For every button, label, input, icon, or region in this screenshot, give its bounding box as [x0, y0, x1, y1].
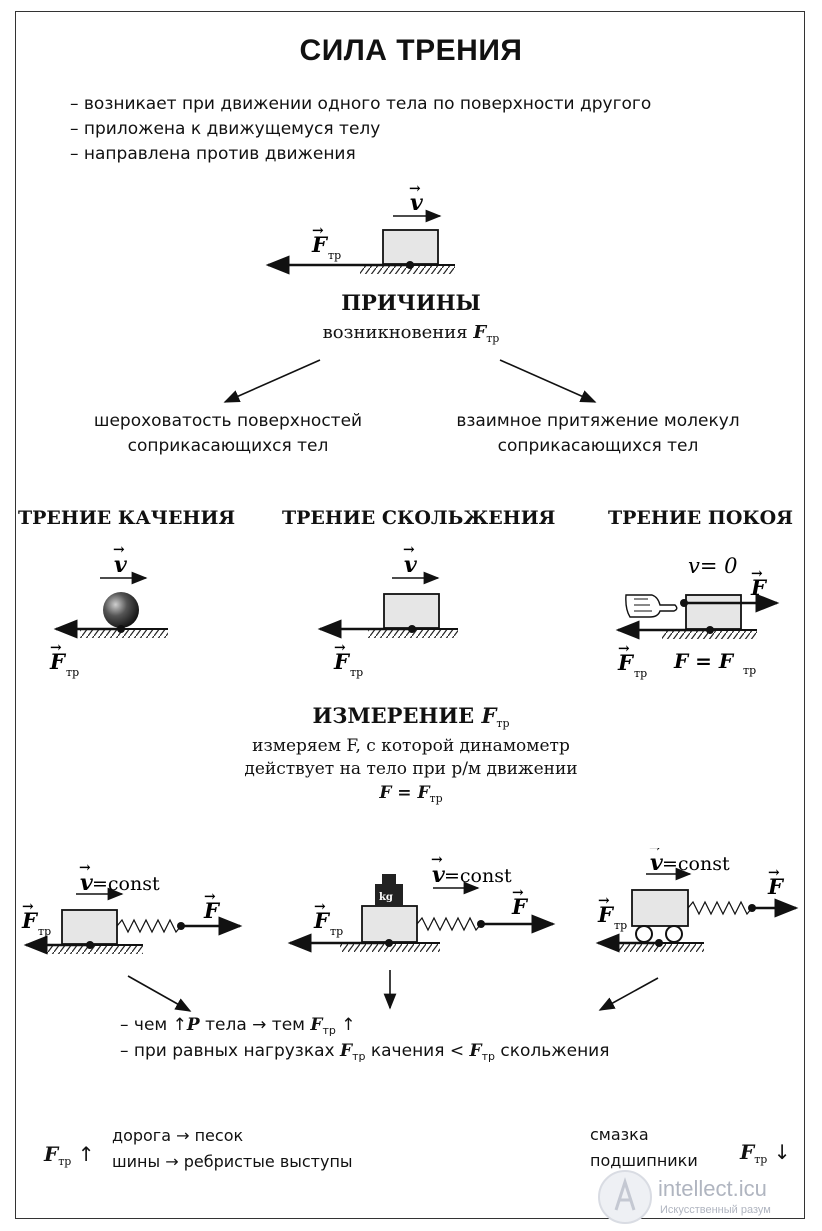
svg-text:тр: тр	[66, 666, 79, 679]
page-title: СИЛА ТРЕНИЯ	[299, 34, 523, 67]
weight	[375, 884, 403, 906]
svg-text:→: →	[751, 566, 763, 582]
svg-text:тр: тр	[328, 249, 341, 262]
friction-increase-list: дорога → песок шины → ребристые выступы	[112, 1126, 353, 1171]
svg-text:v: v	[650, 850, 663, 876]
svg-text:→: →	[79, 860, 91, 876]
measure-weighted: kg v → =const F → F → тр	[287, 852, 556, 953]
svg-text:→: →	[312, 223, 324, 239]
conclusion-rolling-vs-sliding: – при равных нагрузках Fтр качения < Fтр…	[120, 1041, 610, 1063]
svg-text:v: v	[114, 552, 127, 578]
svg-text:F: F	[511, 894, 529, 919]
hand-icon	[625, 594, 688, 618]
svg-text:→: →	[50, 640, 62, 656]
block	[382, 229, 439, 265]
svg-text:F: F	[49, 649, 67, 674]
measurement-diagrams: v → =const F → F → тр kg v → =const F → …	[21, 848, 799, 1012]
svg-text:→: →	[598, 893, 610, 909]
watermark: intellect.icu Искусственный разум	[596, 1168, 811, 1226]
rolling-friction-diagram: v → F → тр	[49, 542, 168, 679]
svg-text:тр: тр	[614, 919, 627, 932]
friction-decrease-symbol: Fтр ↓	[740, 1140, 791, 1166]
measurement-line-2: действует на тело при р/м движении	[244, 759, 578, 779]
svg-text:тр: тр	[330, 925, 343, 938]
svg-text:→: →	[409, 181, 421, 197]
friction-increase-symbol: Fтр ↑	[44, 1142, 95, 1168]
property-1: – возникает при движении одного тела по …	[70, 94, 652, 114]
sliding-friction-diagram: v → F → тр	[317, 542, 458, 679]
svg-text:→: →	[431, 852, 443, 868]
measurement-heading: ИЗМЕРЕНИЕ Fтр	[312, 703, 510, 730]
svg-text:тр: тр	[634, 667, 647, 680]
conclusion-weight: – чем ↑P тела → тем Fтр ↑	[120, 1015, 356, 1037]
svg-text:→: →	[512, 885, 524, 901]
svg-text:=const: =const	[92, 873, 160, 895]
svg-text:kg: kg	[379, 892, 393, 903]
static-friction-heading: ТРЕНИЕ ПОКОЯ	[608, 507, 793, 529]
svg-text:F: F	[750, 575, 768, 600]
ball	[103, 592, 139, 628]
svg-text:F: F	[597, 902, 615, 927]
svg-text:F: F	[617, 650, 635, 675]
measure-sliding: v → =const F → F → тр	[21, 860, 243, 955]
svg-text:F: F	[21, 908, 39, 933]
measure-rolling-cart: v → =const F → F → тр	[595, 848, 799, 953]
svg-text:тр: тр	[350, 666, 363, 679]
svg-text:v: v	[432, 862, 445, 888]
property-2: – приложена к движущемуся телу	[70, 119, 381, 139]
svg-text:→: →	[204, 889, 216, 905]
watermark-logo-icon	[598, 1170, 652, 1224]
causes-arrows	[223, 359, 597, 403]
friction-diagram-top: v → F → тр	[265, 181, 455, 275]
svg-text:→: →	[314, 899, 326, 915]
ground-hatch	[360, 266, 455, 274]
svg-text:→: →	[334, 640, 346, 656]
svg-text:F: F	[313, 908, 331, 933]
svg-text:=const: =const	[444, 865, 512, 887]
measurement-formula: F = Fтр	[379, 783, 443, 805]
svg-text:=const: =const	[662, 853, 730, 875]
svg-text:→: →	[403, 542, 415, 558]
svg-text:v: v	[404, 552, 417, 578]
causes-heading: ПРИЧИНЫ	[341, 290, 481, 315]
contact-point	[406, 261, 414, 269]
v-label: v	[410, 190, 423, 216]
svg-text:v: v	[80, 870, 93, 896]
f-label: F	[311, 232, 329, 257]
svg-text:F = F: F = F	[673, 649, 735, 673]
rolling-friction-heading: ТРЕНИЕ КАЧЕНИЯ	[18, 507, 236, 529]
svg-text:v= 0: v= 0	[688, 554, 738, 578]
svg-text:F: F	[203, 898, 221, 923]
measurement-line-1: измеряем F, с которой динамометр	[252, 736, 570, 756]
svg-text:тр: тр	[38, 925, 51, 938]
svg-text:→: →	[22, 899, 34, 915]
page-frame	[15, 11, 805, 1219]
static-friction-diagram: v= 0 F → F → тр F = F тр	[615, 554, 780, 680]
property-3: – направлена против движения	[70, 144, 356, 164]
svg-text:→: →	[113, 542, 125, 558]
friction-decrease-list: смазка подшипники	[590, 1125, 698, 1170]
svg-text:F: F	[333, 649, 351, 674]
svg-text:тр: тр	[743, 664, 756, 677]
svg-text:→: →	[649, 848, 661, 856]
svg-text:→: →	[768, 865, 780, 881]
svg-text:F: F	[767, 874, 785, 899]
svg-text:→: →	[618, 641, 630, 657]
sliding-friction-heading: ТРЕНИЕ СКОЛЬЖЕНИЯ	[282, 507, 556, 529]
causes-subheading: возникновения Fтр	[322, 322, 500, 345]
